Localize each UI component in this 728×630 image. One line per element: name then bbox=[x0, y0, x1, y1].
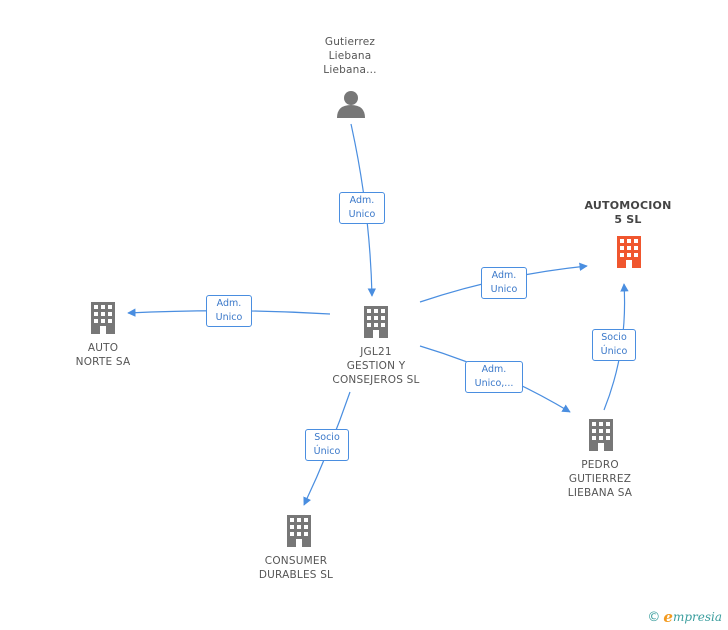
edge-label-pedro-automocion[interactable]: Socio Único bbox=[592, 329, 636, 361]
brand-logo-text: mpresia bbox=[672, 610, 722, 624]
edge-label-jgl21-consumer[interactable]: Socio Único bbox=[305, 429, 349, 461]
edge-label-jgl21-automocion[interactable]: Adm. Unico bbox=[481, 267, 527, 299]
edge-label-jgl21-auto-norte[interactable]: Adm. Unico bbox=[206, 295, 252, 327]
node-label-gutierrez[interactable]: Gutierrez Liebana Liebana... bbox=[323, 36, 377, 76]
building-icon-pedro[interactable] bbox=[589, 419, 613, 451]
building-icon-automocion[interactable] bbox=[617, 236, 641, 268]
building-icon-consumer[interactable] bbox=[287, 515, 311, 547]
node-label-pedro[interactable]: PEDRO GUTIERREZ LIEBANA SA bbox=[567, 459, 633, 499]
brand-logo-initial: e bbox=[663, 608, 673, 626]
edge-label-gutierrez-jgl21[interactable]: Adm. Unico bbox=[339, 192, 385, 224]
copyright-symbol: © bbox=[647, 609, 661, 625]
building-icon-jgl21[interactable] bbox=[364, 306, 388, 338]
edge-label-jgl21-pedro[interactable]: Adm. Unico,... bbox=[465, 361, 523, 393]
node-label-auto-norte[interactable]: AUTO NORTE SA bbox=[75, 342, 131, 368]
node-label-automocion[interactable]: AUTOMOCION 5 SL bbox=[584, 199, 672, 226]
node-label-jgl21[interactable]: JGL21 GESTION Y CONSEJEROS SL bbox=[332, 346, 420, 386]
node-label-consumer[interactable]: CONSUMER DURABLES SL bbox=[258, 555, 334, 581]
person-icon[interactable] bbox=[337, 91, 365, 118]
building-icon-auto-norte[interactable] bbox=[91, 302, 115, 334]
